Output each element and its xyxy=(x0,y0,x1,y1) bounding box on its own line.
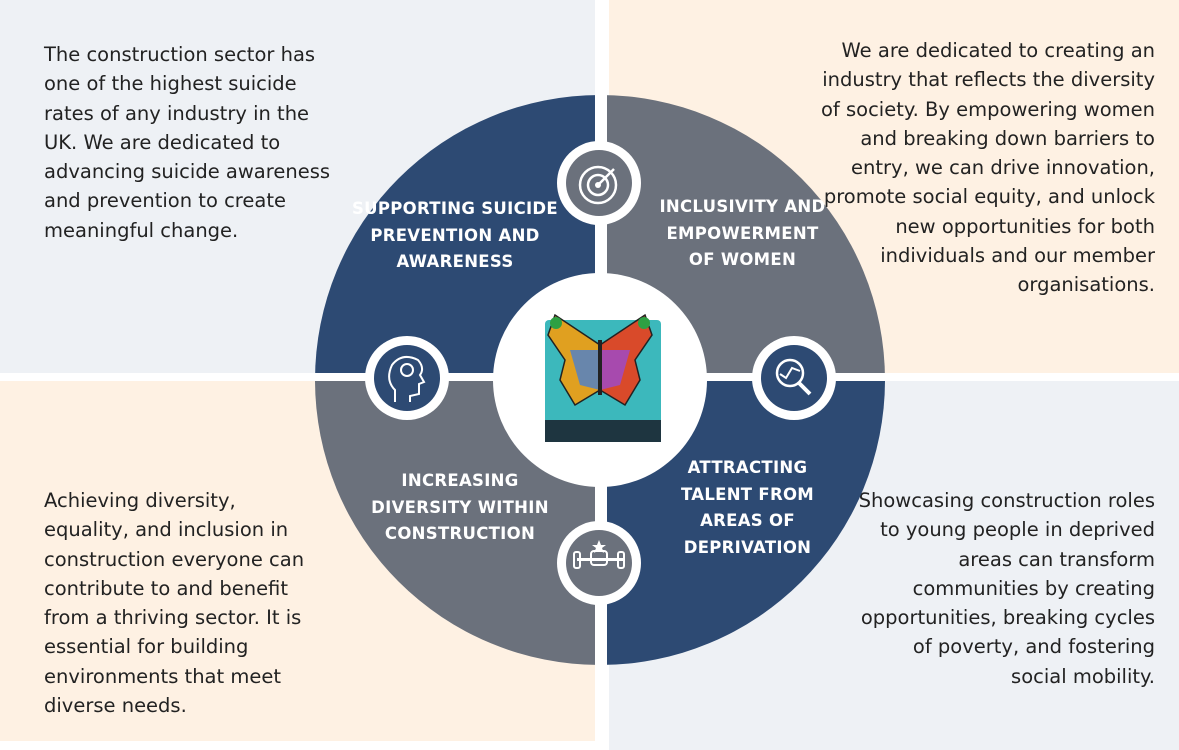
deprivation-description: Showcasing construction roles to young p… xyxy=(858,489,1155,688)
women-empowerment-description: We are dedicated to creating an industry… xyxy=(821,39,1155,297)
analytics-search-icon xyxy=(752,336,836,420)
target-icon xyxy=(557,141,641,225)
segment-label-deprivation: ATTRACTING TALENT FROM AREAS OF DEPRIVAT… xyxy=(680,458,815,557)
segment-label-diversity: INCREASING DIVERSITY WITHIN CONSTRUCTION xyxy=(371,471,549,543)
segment-label-women-empowerment: INCLUSIVITY AND EMPOWERMENT OF WOMEN xyxy=(659,197,826,269)
butterfly-logo xyxy=(545,313,661,442)
segment-label-suicide-prevention: SUPPORTING SUICIDE PREVENTION AND AWAREN… xyxy=(352,199,558,271)
strength-fist-icon xyxy=(557,521,641,605)
suicide-prevention-description: The construction sector has one of the h… xyxy=(44,43,331,242)
mind-gear-icon xyxy=(365,336,449,420)
diversity-description: Achieving diversity, equality, and inclu… xyxy=(44,489,305,718)
